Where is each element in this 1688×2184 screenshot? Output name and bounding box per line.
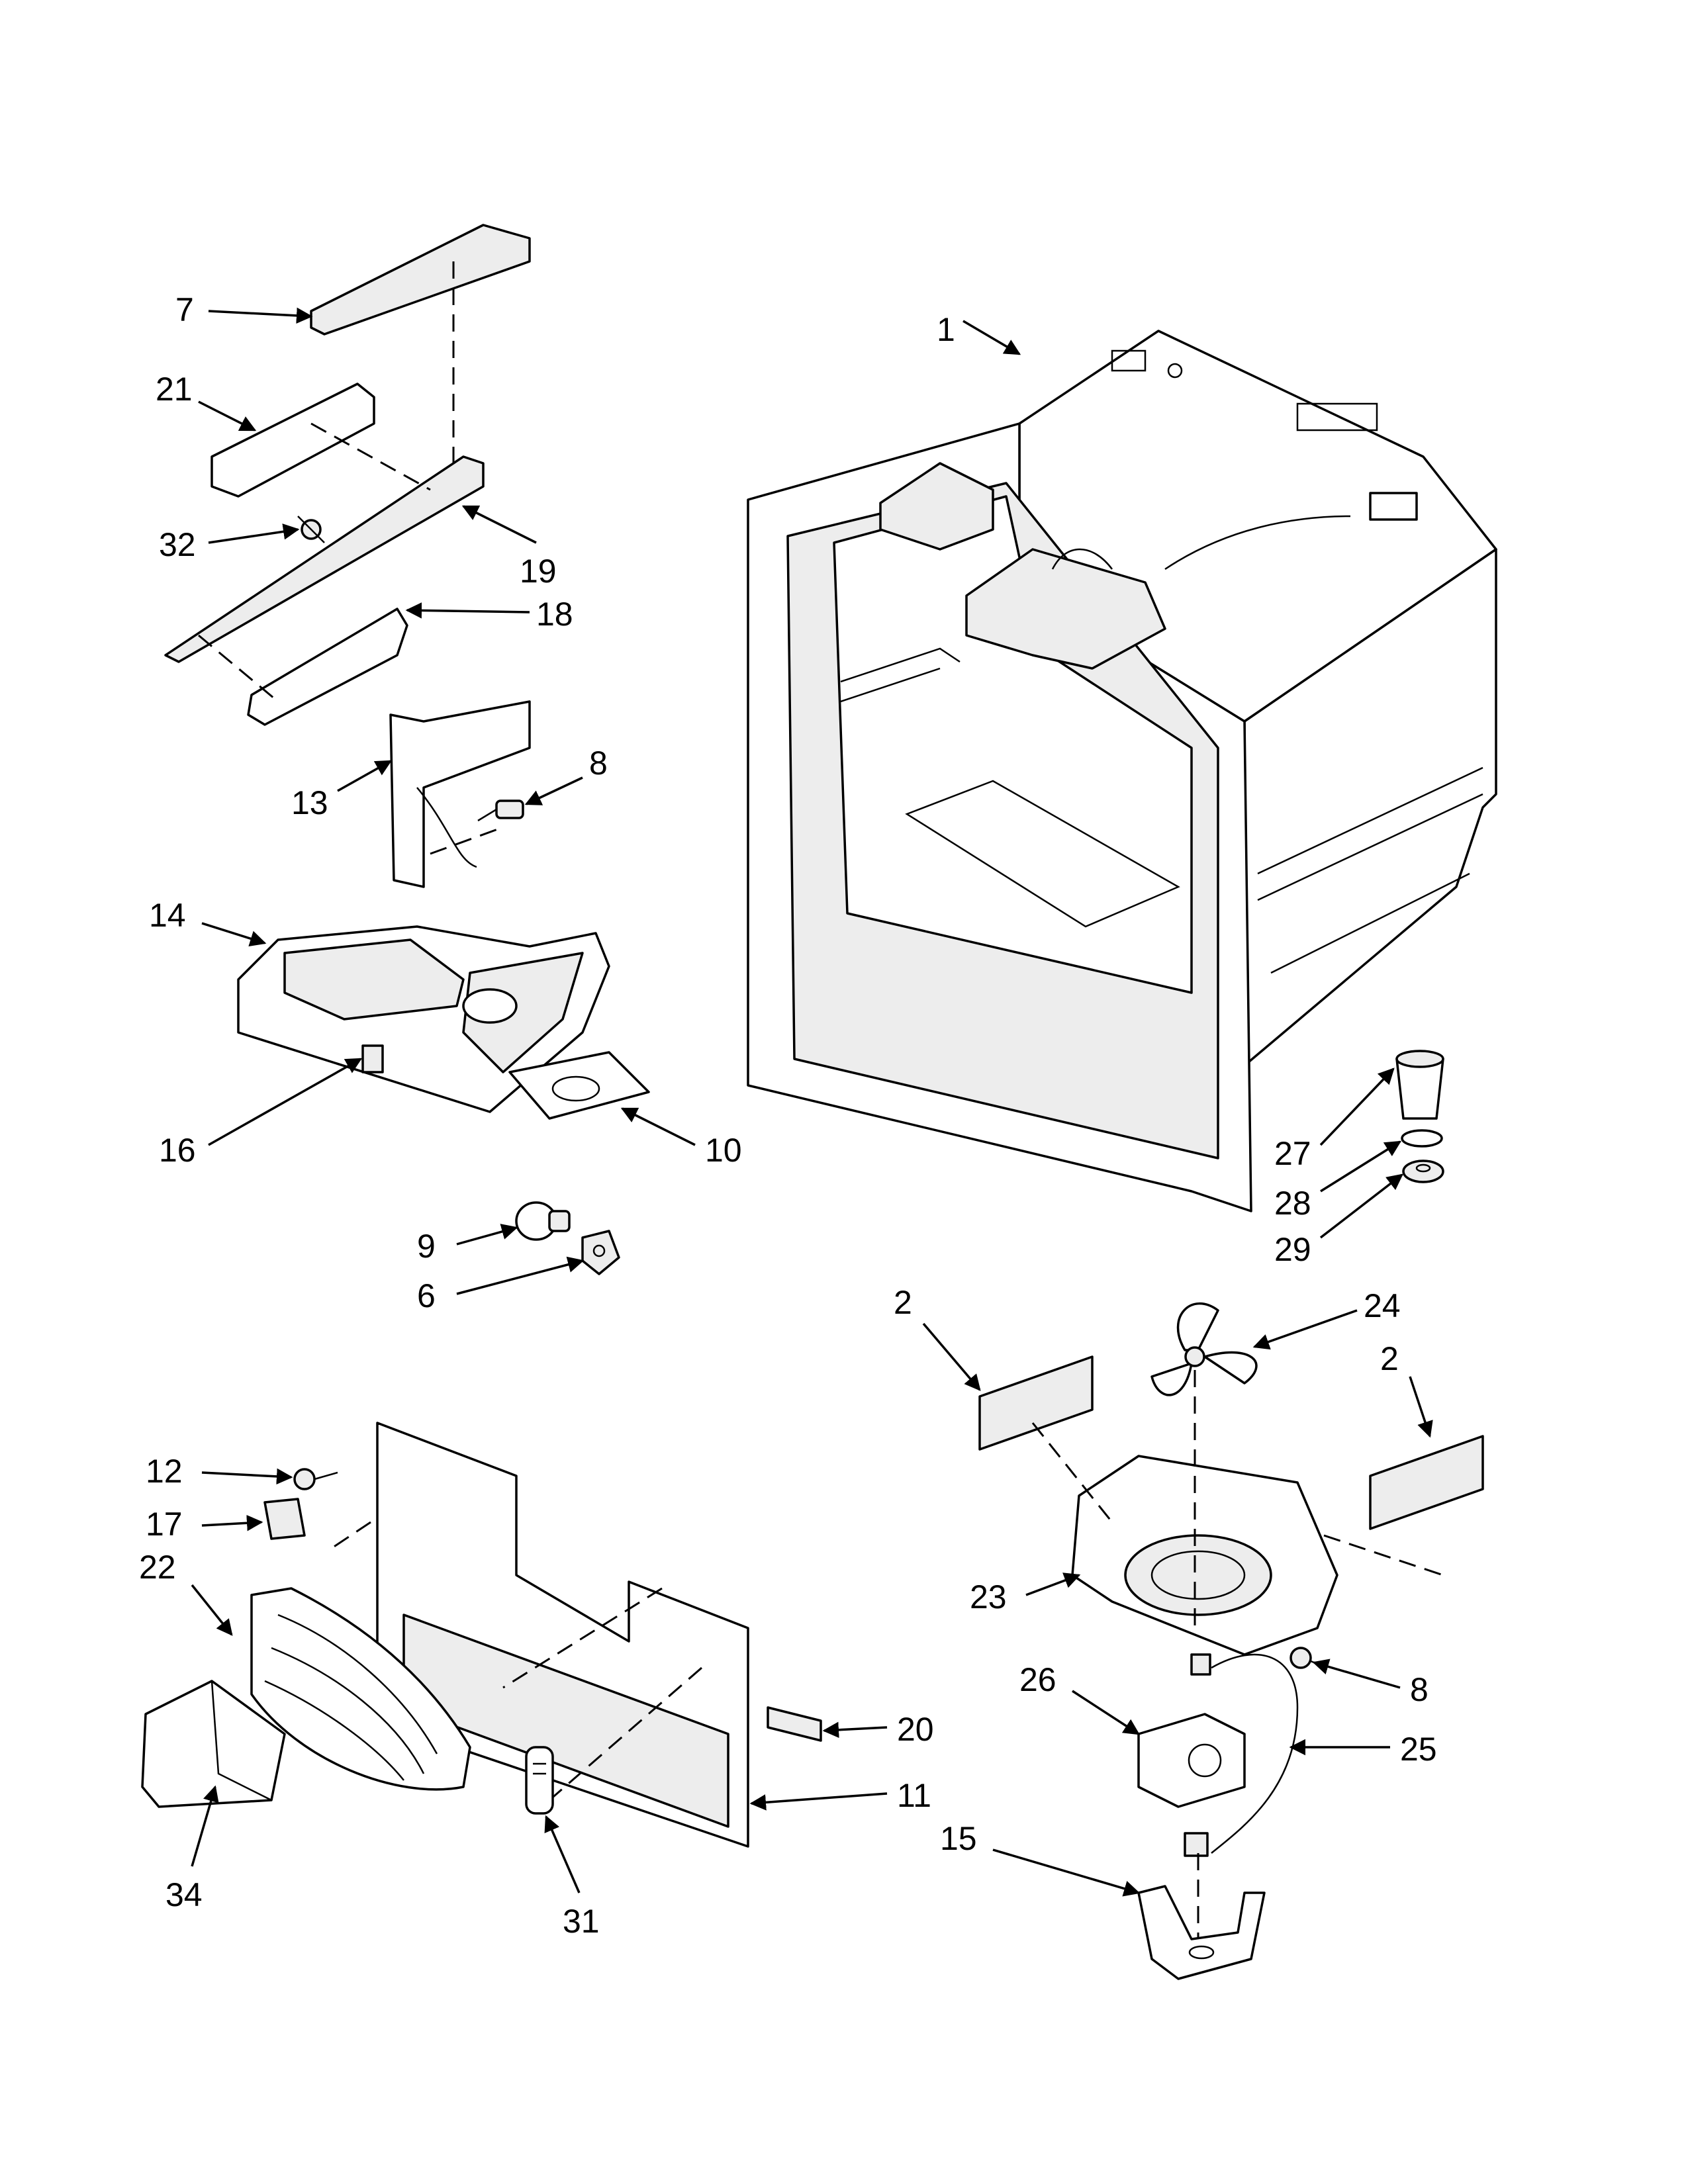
fan-motor-part-26 [1137,1653,1246,1808]
leader-22 [191,1584,233,1636]
fan-blade-part-24 [1150,1302,1258,1396]
callout-31: 31 [563,1903,600,1940]
callout-32: 32 [159,526,196,563]
leader-11 [749,1792,888,1811]
callout-7: 7 [175,291,194,328]
switch-part-16 [361,1044,384,1073]
callout-18: 18 [536,596,573,633]
bracket-part-17 [263,1498,306,1540]
screw-part-8-upper [477,799,524,822]
leader-10 [620,1107,696,1146]
control-housing-part-14 [237,925,610,1113]
leader-2b [1409,1376,1433,1438]
callout-1: 1 [937,311,955,348]
callout-28: 28 [1274,1185,1311,1222]
slide-part-19 [164,455,485,663]
leader-24 [1252,1309,1358,1350]
callout-10: 10 [705,1132,742,1169]
callout-2: 2 [894,1284,912,1321]
leader-21 [198,400,257,432]
callout-9: 9 [417,1228,436,1265]
leader-29 [1319,1173,1403,1239]
leader-28 [1320,1140,1402,1193]
wire-harness-part-25 [1184,1653,1299,1857]
callout-11: 11 [897,1777,931,1814]
light-bulb-part-9 [515,1201,571,1241]
rail-part-7 [310,224,531,336]
rear-panel-part-11 [330,1422,749,1848]
leader-12 [201,1468,293,1485]
leader-2a [922,1322,981,1391]
leader-34 [191,1785,219,1867]
leader-7 [208,307,313,324]
slide-part-21 [211,383,375,498]
freezer-housing-part [747,330,1497,1212]
grille-part-22 [250,1587,471,1791]
leader-17 [201,1514,263,1531]
screw-part-32 [297,516,325,543]
foam-block-part-2-right [1369,1435,1484,1530]
screw-part-12 [293,1468,338,1490]
callout-27: 27 [1274,1135,1311,1172]
ring-part-28 [1401,1129,1443,1148]
callout-24: 24 [1364,1287,1401,1324]
callout-25: 25 [1400,1731,1437,1768]
motor-bracket-part-15 [1137,1853,1266,1980]
callout-12: 12 [146,1453,183,1490]
callout-20: 20 [897,1711,934,1748]
cup-part-27 [1395,1050,1444,1120]
leader-13 [337,760,393,792]
callout-22: 22 [139,1549,176,1586]
leader-27 [1319,1068,1395,1146]
callout-13: 13 [291,784,328,821]
leader-1 [962,320,1021,355]
bracket-part-18 [247,608,408,726]
cover-part-10 [508,1051,650,1120]
callout-14: 14 [149,897,186,934]
leader-32 [208,523,300,544]
callout-labels: 1 2 2 6 7 8 8 9 10 11 12 13 14 15 16 17 … [139,291,1437,1940]
callout-17: 17 [146,1506,183,1543]
leader-9 [456,1224,518,1246]
fan-shroud-part-23 [1031,1370,1444,1656]
foam-block-part-2-left [978,1355,1094,1451]
callout-8: 8 [589,745,608,782]
callout-6: 6 [417,1277,436,1314]
callout-21: 21 [156,371,193,408]
leader-lines [191,307,1433,1897]
leader-16 [208,1058,363,1146]
callout-23: 23 [970,1578,1007,1615]
callout-19: 19 [520,553,557,590]
grommet-part-29 [1402,1160,1444,1183]
seal-part-20 [767,1706,822,1742]
damper-part-31 [525,1746,554,1815]
leader-20 [822,1721,888,1739]
leader-31 [544,1815,581,1893]
callout-2: 2 [1380,1340,1399,1377]
drawer-rail-assembly [164,224,531,726]
leader-8b [1312,1659,1401,1689]
callout-16: 16 [159,1132,196,1169]
leader-19 [461,505,537,544]
callout-34: 34 [165,1876,203,1913]
leader-18 [405,602,530,619]
leader-14 [201,922,267,947]
leader-23 [1025,1572,1081,1596]
callout-29: 29 [1274,1231,1311,1268]
leader-8a [524,776,583,805]
callout-8: 8 [1410,1671,1429,1708]
cover-part-34 [141,1680,286,1808]
callout-26: 26 [1019,1661,1056,1698]
callout-15: 15 [940,1820,977,1857]
leader-15 [992,1848,1141,1897]
leader-26 [1072,1690,1141,1735]
socket-part-6 [581,1230,620,1275]
leader-6 [456,1256,585,1295]
bracket-part-13 [389,700,531,888]
